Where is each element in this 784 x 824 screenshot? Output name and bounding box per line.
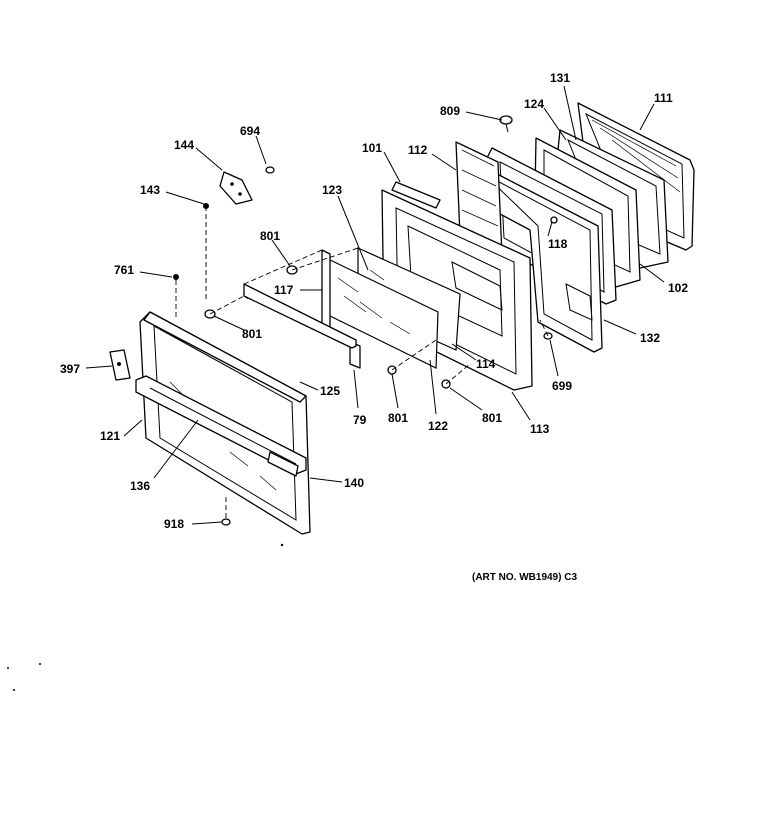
callout-122: 122	[428, 419, 448, 433]
callout-114: 114	[476, 357, 496, 371]
part-117-glass-bracket	[321, 249, 331, 331]
callout-143: 143	[140, 183, 160, 197]
alignment-lines	[175, 206, 549, 518]
art-number: (ART NO. WB1949) C3	[472, 572, 577, 583]
callout-918: 918	[164, 517, 184, 531]
part-136-handle	[135, 375, 307, 477]
stray-dot	[7, 667, 9, 669]
callout-79: 79	[353, 413, 367, 427]
fastener-694	[265, 166, 275, 174]
part-125-shield	[243, 283, 357, 349]
callout-113: 113	[530, 422, 550, 436]
callout-809: 809	[440, 104, 460, 118]
callout-102: 102	[668, 281, 688, 295]
callout-801c: 801	[388, 411, 408, 425]
callout-136: 136	[130, 479, 150, 493]
callout-labels: 111 131 124 809 694 144 101 112 143 123 …	[60, 71, 688, 583]
callout-111: 111	[654, 91, 673, 105]
callout-118: 118	[548, 237, 568, 251]
part-397-hinge	[109, 349, 131, 381]
fastener-761	[173, 274, 179, 280]
callout-699: 699	[552, 379, 572, 393]
callout-131: 131	[550, 71, 570, 85]
leader-lines	[85, 85, 665, 525]
fastener-918	[221, 518, 231, 526]
callout-801b: 801	[242, 327, 262, 341]
callout-123: 123	[322, 183, 342, 197]
callout-124: 124	[524, 97, 544, 111]
part-79-spacer	[349, 341, 361, 369]
callout-397: 397	[60, 362, 80, 376]
callout-112: 112	[408, 143, 428, 157]
part-809-screw	[499, 115, 513, 133]
callout-694: 694	[240, 124, 260, 138]
callout-140: 140	[344, 476, 364, 490]
part-144-hinge-bracket	[219, 171, 253, 205]
callout-144: 144	[174, 138, 194, 152]
stray-dot	[280, 543, 284, 547]
callout-761: 761	[114, 263, 134, 277]
callout-101: 101	[362, 141, 382, 155]
callout-801d: 801	[482, 411, 502, 425]
part-101-top-trim	[391, 181, 441, 209]
callout-125: 125	[320, 384, 340, 398]
callout-801a: 801	[260, 229, 280, 243]
stray-dot	[39, 663, 41, 665]
callout-121: 121	[100, 429, 120, 443]
fastener-118	[550, 216, 558, 224]
callout-117: 117	[274, 283, 294, 297]
stray-dot	[13, 689, 15, 691]
callout-132: 132	[640, 331, 660, 345]
